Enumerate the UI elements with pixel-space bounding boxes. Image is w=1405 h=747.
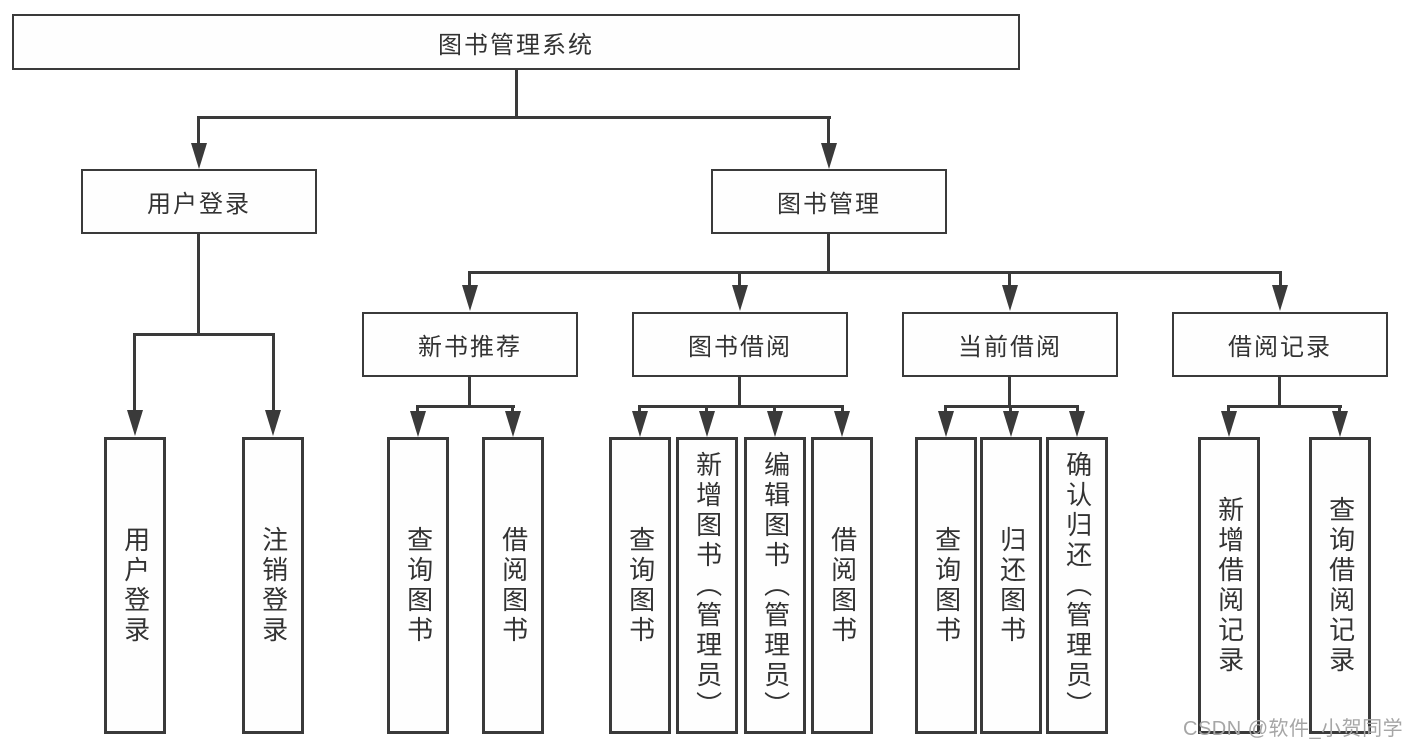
connector-line xyxy=(773,405,776,414)
leaf-query-book-current: 查询图书 xyxy=(915,437,977,734)
arrow-down-icon xyxy=(699,411,715,437)
connector-line xyxy=(944,405,947,414)
leaf-query-book-recommend: 查询图书 xyxy=(387,437,449,734)
connector-line xyxy=(1008,271,1011,287)
connector-line xyxy=(1338,405,1341,414)
leaf-borrow-book-label: 借阅图书 xyxy=(827,525,858,646)
connector-line xyxy=(705,405,708,414)
connector-line xyxy=(827,234,830,274)
leaf-query-book-borrow-label: 查询图书 xyxy=(625,525,656,646)
arrow-down-icon xyxy=(265,410,281,436)
connector-line xyxy=(1008,377,1011,407)
leaf-borrow-book-recommend-label: 借阅图书 xyxy=(498,525,529,646)
node-book-management: 图书管理 xyxy=(711,169,947,234)
arrow-down-icon xyxy=(462,285,478,311)
leaf-borrow-book: 借阅图书 xyxy=(811,437,873,734)
leaf-query-book-borrow: 查询图书 xyxy=(609,437,671,734)
connector-line xyxy=(468,271,1282,274)
node-book-borrow: 图书借阅 xyxy=(632,312,848,377)
node-current-borrow-label: 当前借阅 xyxy=(958,334,1062,361)
connector-line xyxy=(827,116,830,144)
arrow-down-icon xyxy=(127,410,143,436)
arrow-down-icon xyxy=(834,411,850,437)
node-borrow-records: 借阅记录 xyxy=(1172,312,1388,377)
connector-line xyxy=(416,405,419,414)
arrow-down-icon xyxy=(1002,285,1018,311)
leaf-query-book-current-label: 查询图书 xyxy=(931,525,962,646)
connector-line xyxy=(133,333,275,336)
node-root: 图书管理系统 xyxy=(12,14,1020,70)
node-new-book-recommend-label: 新书推荐 xyxy=(418,334,522,361)
arrow-down-icon xyxy=(410,411,426,437)
connector-line xyxy=(738,377,741,407)
csdn-watermark: CSDN @软件_小贺同学 xyxy=(1183,718,1404,740)
connector-line xyxy=(515,70,518,118)
node-borrow-records-label: 借阅记录 xyxy=(1228,334,1332,361)
leaf-borrow-book-recommend: 借阅图书 xyxy=(482,437,544,734)
leaf-edit-book-admin-label: 编辑图书（管理员） xyxy=(760,450,791,721)
node-user-login: 用户登录 xyxy=(81,169,317,234)
arrow-down-icon xyxy=(1332,411,1348,437)
arrow-down-icon xyxy=(732,285,748,311)
node-current-borrow: 当前借阅 xyxy=(902,312,1118,377)
arrow-down-icon xyxy=(938,411,954,437)
arrow-down-icon xyxy=(1272,285,1288,311)
connector-line xyxy=(416,405,515,408)
arrow-down-icon xyxy=(767,411,783,437)
connector-line xyxy=(197,116,200,144)
connector-line xyxy=(511,405,514,414)
connector-line xyxy=(468,377,471,407)
leaf-add-book-admin-label: 新增图书（管理员） xyxy=(692,450,723,721)
node-user-login-label: 用户登录 xyxy=(147,191,251,218)
connector-line xyxy=(638,405,641,414)
leaf-user-login: 用户登录 xyxy=(104,437,166,734)
connector-line xyxy=(1278,377,1281,407)
leaf-query-borrow-record: 查询借阅记录 xyxy=(1309,437,1371,734)
leaf-add-borrow-record-label: 新增借阅记录 xyxy=(1214,495,1245,676)
node-book-management-label: 图书管理 xyxy=(777,191,881,218)
arrow-down-icon xyxy=(1221,411,1237,437)
arrow-down-icon xyxy=(632,411,648,437)
node-book-borrow-label: 图书借阅 xyxy=(688,334,792,361)
arrow-down-icon xyxy=(1069,411,1085,437)
node-new-book-recommend: 新书推荐 xyxy=(362,312,578,377)
connector-line xyxy=(1227,405,1230,414)
leaf-logout: 注销登录 xyxy=(242,437,304,734)
arrow-down-icon xyxy=(1003,411,1019,437)
node-root-label: 图书管理系统 xyxy=(438,31,594,59)
connector-line xyxy=(133,333,136,411)
leaf-confirm-return-admin-label: 确认归还（管理员） xyxy=(1062,450,1093,721)
leaf-edit-book-admin: 编辑图书（管理员） xyxy=(744,437,806,734)
arrow-down-icon xyxy=(191,143,207,169)
leaf-add-book-admin: 新增图书（管理员） xyxy=(676,437,738,734)
connector-line xyxy=(1076,405,1079,414)
connector-line xyxy=(738,271,741,287)
connector-line xyxy=(197,234,200,335)
connector-line xyxy=(638,405,844,408)
leaf-user-login-label: 用户登录 xyxy=(120,525,151,646)
leaf-add-borrow-record: 新增借阅记录 xyxy=(1198,437,1260,734)
connector-line xyxy=(272,333,275,411)
connector-line xyxy=(197,116,831,119)
leaf-confirm-return-admin: 确认归还（管理员） xyxy=(1046,437,1108,734)
leaf-logout-label: 注销登录 xyxy=(258,525,289,646)
leaf-return-book: 归还图书 xyxy=(980,437,1042,734)
connector-line xyxy=(1227,405,1342,408)
leaf-query-borrow-record-label: 查询借阅记录 xyxy=(1325,495,1356,676)
connector-line xyxy=(1279,271,1282,287)
arrow-down-icon xyxy=(821,143,837,169)
leaf-return-book-label: 归还图书 xyxy=(996,525,1027,646)
connector-line xyxy=(841,405,844,414)
leaf-query-book-recommend-label: 查询图书 xyxy=(403,525,434,646)
connector-line xyxy=(468,271,471,287)
arrow-down-icon xyxy=(505,411,521,437)
connector-line xyxy=(1009,405,1012,414)
